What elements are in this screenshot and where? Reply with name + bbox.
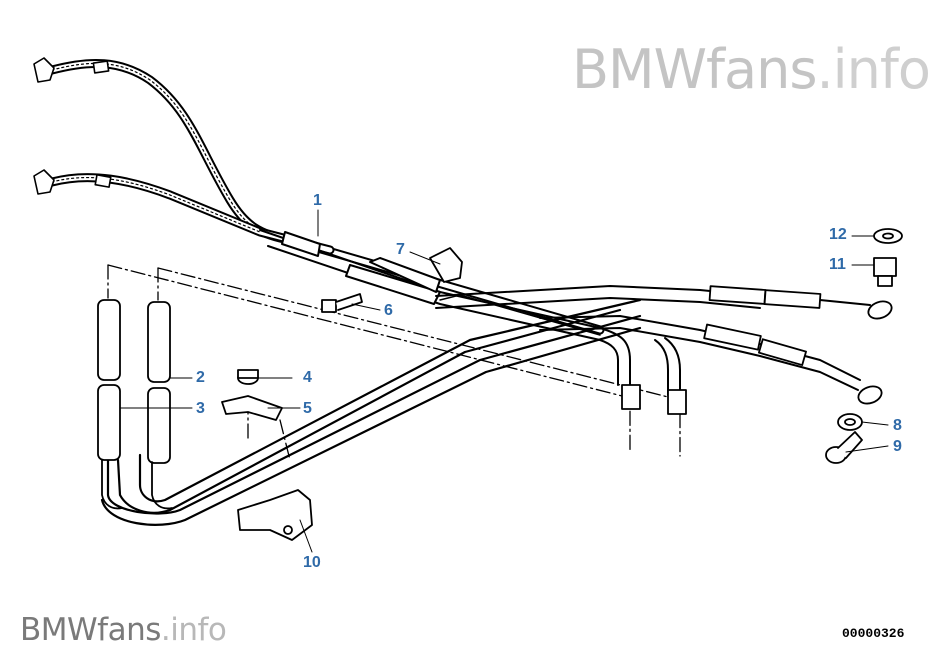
part-10-bracket (237, 489, 313, 541)
diagram-code: 00000326 (842, 626, 905, 641)
part-6-bolt (321, 293, 363, 313)
callout-1[interactable]: 1 (313, 192, 322, 209)
part-12-washer (873, 228, 903, 244)
left-hose-segments (97, 299, 173, 510)
part-4-nut (237, 369, 259, 385)
watermark-top-suffix: .info (816, 38, 931, 101)
callout-5[interactable]: 5 (303, 400, 312, 417)
pipe-nipples (621, 384, 687, 415)
watermark-bottom: BMWfans.info (20, 612, 227, 648)
part-9-bolt (825, 431, 863, 464)
watermark-top: BMWfans.info (572, 38, 931, 101)
reference-lines (107, 264, 681, 461)
part-7-bracket (429, 247, 463, 283)
part-5-clamp (221, 395, 283, 421)
right-hose-segments (703, 285, 893, 405)
watermark-bottom-brand: BMWfans (20, 612, 161, 648)
callout-6[interactable]: 6 (384, 302, 393, 319)
upper-hose-1 (47, 59, 605, 335)
leader-lines (119, 209, 889, 553)
upper-hose-2 (47, 173, 335, 255)
callout-2[interactable]: 2 (196, 369, 205, 386)
watermark-top-brand: BMWfans (572, 38, 817, 101)
callout-3[interactable]: 3 (196, 400, 205, 417)
callout-8[interactable]: 8 (893, 417, 902, 434)
callout-10[interactable]: 10 (303, 554, 321, 571)
callout-4[interactable]: 4 (303, 369, 312, 386)
lower-pipes (100, 298, 642, 526)
callout-7[interactable]: 7 (396, 241, 405, 258)
callout-12[interactable]: 12 (829, 226, 847, 243)
callout-9[interactable]: 9 (893, 438, 902, 455)
part-8-washer (837, 413, 863, 431)
callout-11[interactable]: 11 (829, 256, 846, 273)
watermark-bottom-suffix: .info (160, 612, 227, 648)
part-11-fitting (873, 257, 897, 287)
upper-fittings (33, 57, 112, 195)
